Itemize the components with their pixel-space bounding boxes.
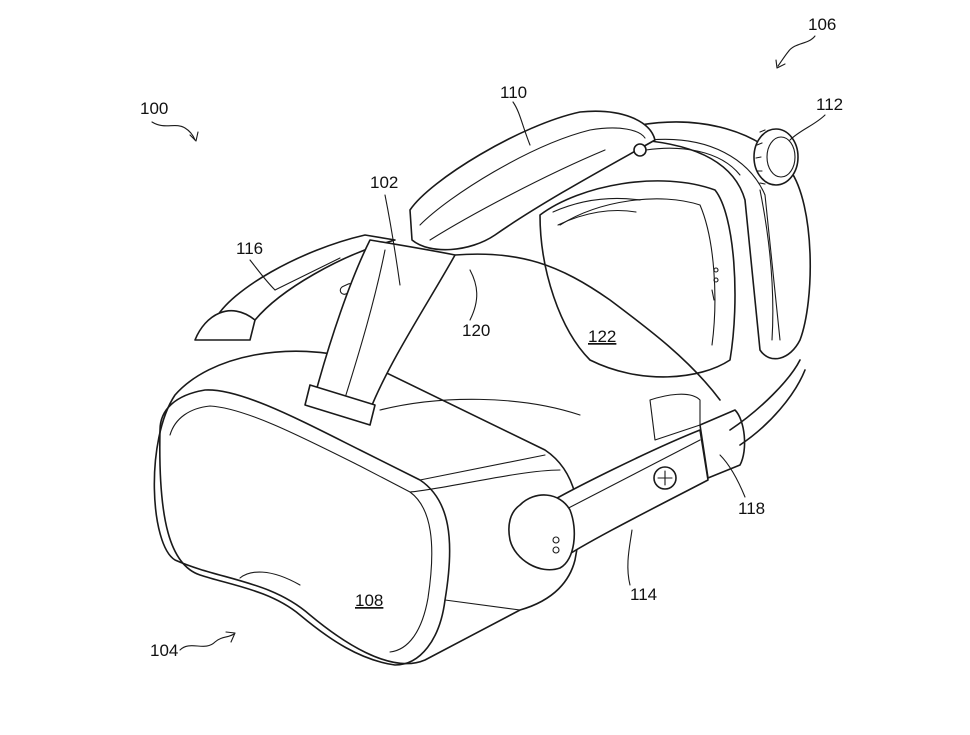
face-cushion [539,180,736,378]
side-arm-right [508,359,806,571]
label-116: 116 [236,239,263,258]
label-108: 108 [355,591,383,610]
label-118: 118 [738,499,765,518]
label-100: 100 [140,99,168,118]
leader-lines [151,35,826,651]
label-114: 114 [630,585,657,604]
label-106: 106 [808,15,836,34]
front-shell [153,350,580,666]
label-112: 112 [816,95,843,114]
label-122: 122 [588,327,616,346]
adjustment-knob [753,128,799,186]
side-strap-left [194,234,396,341]
inner-headband [379,253,721,416]
label-102: 102 [370,173,398,192]
label-110: 110 [500,83,527,102]
label-104: 104 [150,641,178,660]
top-strap [409,110,741,251]
reference-labels: 100 106 110 112 102 116 120 122 118 114 … [140,15,843,660]
vertical-strap [304,239,456,426]
label-120: 120 [462,321,490,340]
